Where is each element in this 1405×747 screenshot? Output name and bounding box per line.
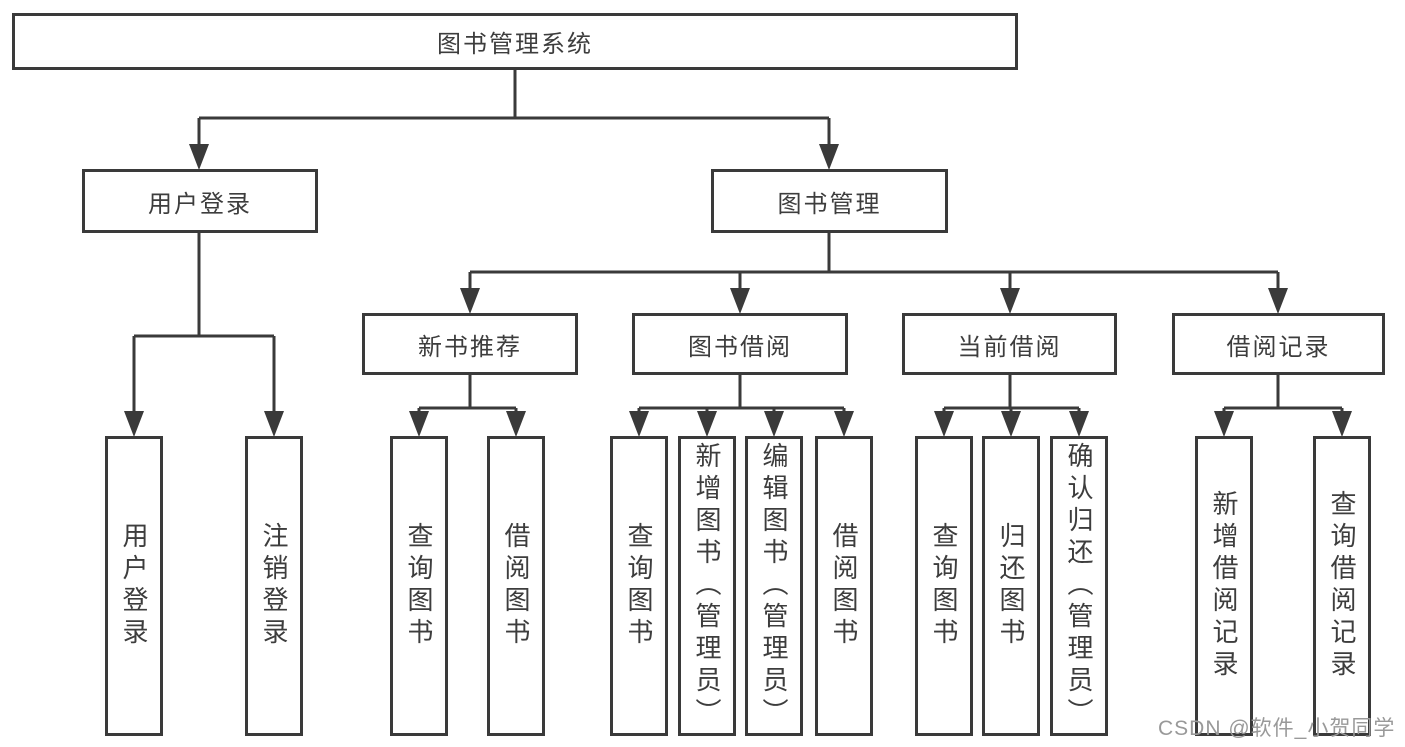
leaf-query-books-borrowing-label: 查询图书 bbox=[624, 522, 654, 650]
leaf-query-borrow-record-label: 查询借阅记录 bbox=[1327, 490, 1357, 682]
leaf-query-books-current-label: 查询图书 bbox=[929, 522, 959, 650]
node-book-borrowing: 图书借阅 bbox=[632, 313, 848, 375]
leaf-query-borrow-record: 查询借阅记录 bbox=[1313, 436, 1371, 736]
leaf-logout: 注销登录 bbox=[245, 436, 303, 736]
node-book-management-label: 图书管理 bbox=[777, 190, 882, 218]
arrowhead-icons bbox=[124, 144, 1352, 437]
leaf-borrow-books-recommend-label: 借阅图书 bbox=[501, 522, 531, 650]
leaf-query-books-borrowing: 查询图书 bbox=[610, 436, 668, 736]
leaf-user-login: 用户登录 bbox=[105, 436, 163, 736]
leaf-return-books-label: 归还图书 bbox=[996, 522, 1026, 650]
csdn-watermark: CSDN @软件_小贺同学 bbox=[1158, 717, 1396, 740]
leaf-query-books-current: 查询图书 bbox=[915, 436, 973, 736]
leaf-add-book-admin-label: 新增图书（管理员） bbox=[692, 442, 722, 730]
node-user-login: 用户登录 bbox=[82, 169, 318, 233]
leaf-borrow-books-recommend: 借阅图书 bbox=[487, 436, 545, 736]
leaf-add-borrow-record: 新增借阅记录 bbox=[1195, 436, 1253, 736]
leaf-borrow-books-borrowing-label: 借阅图书 bbox=[829, 522, 859, 650]
leaf-user-login-label: 用户登录 bbox=[119, 522, 149, 650]
leaf-return-books: 归还图书 bbox=[982, 436, 1040, 736]
node-new-book-recommend: 新书推荐 bbox=[362, 313, 578, 375]
node-current-borrowing-label: 当前借阅 bbox=[957, 333, 1062, 361]
leaf-edit-book-admin: 编辑图书（管理员） bbox=[745, 436, 803, 736]
leaf-logout-label: 注销登录 bbox=[259, 522, 289, 650]
node-new-book-recommend-label: 新书推荐 bbox=[418, 333, 522, 361]
node-current-borrowing: 当前借阅 bbox=[902, 313, 1117, 375]
leaf-confirm-return-admin-label: 确认归还（管理员） bbox=[1064, 442, 1094, 730]
leaf-add-book-admin: 新增图书（管理员） bbox=[678, 436, 736, 736]
leaf-add-borrow-record-label: 新增借阅记录 bbox=[1209, 490, 1239, 682]
leaf-query-books-recommend-label: 查询图书 bbox=[404, 522, 434, 650]
node-library-system: 图书管理系统 bbox=[12, 13, 1018, 70]
node-library-system-label: 图书管理系统 bbox=[437, 31, 593, 58]
node-book-borrowing-label: 图书借阅 bbox=[688, 333, 792, 361]
node-borrowing-records-label: 借阅记录 bbox=[1226, 333, 1331, 361]
leaf-edit-book-admin-label: 编辑图书（管理员） bbox=[759, 442, 789, 730]
leaf-query-books-recommend: 查询图书 bbox=[390, 436, 448, 736]
node-borrowing-records: 借阅记录 bbox=[1172, 313, 1385, 375]
node-book-management: 图书管理 bbox=[711, 169, 948, 233]
node-user-login-label: 用户登录 bbox=[148, 190, 252, 218]
leaf-borrow-books-borrowing: 借阅图书 bbox=[815, 436, 873, 736]
leaf-confirm-return-admin: 确认归还（管理员） bbox=[1050, 436, 1108, 736]
